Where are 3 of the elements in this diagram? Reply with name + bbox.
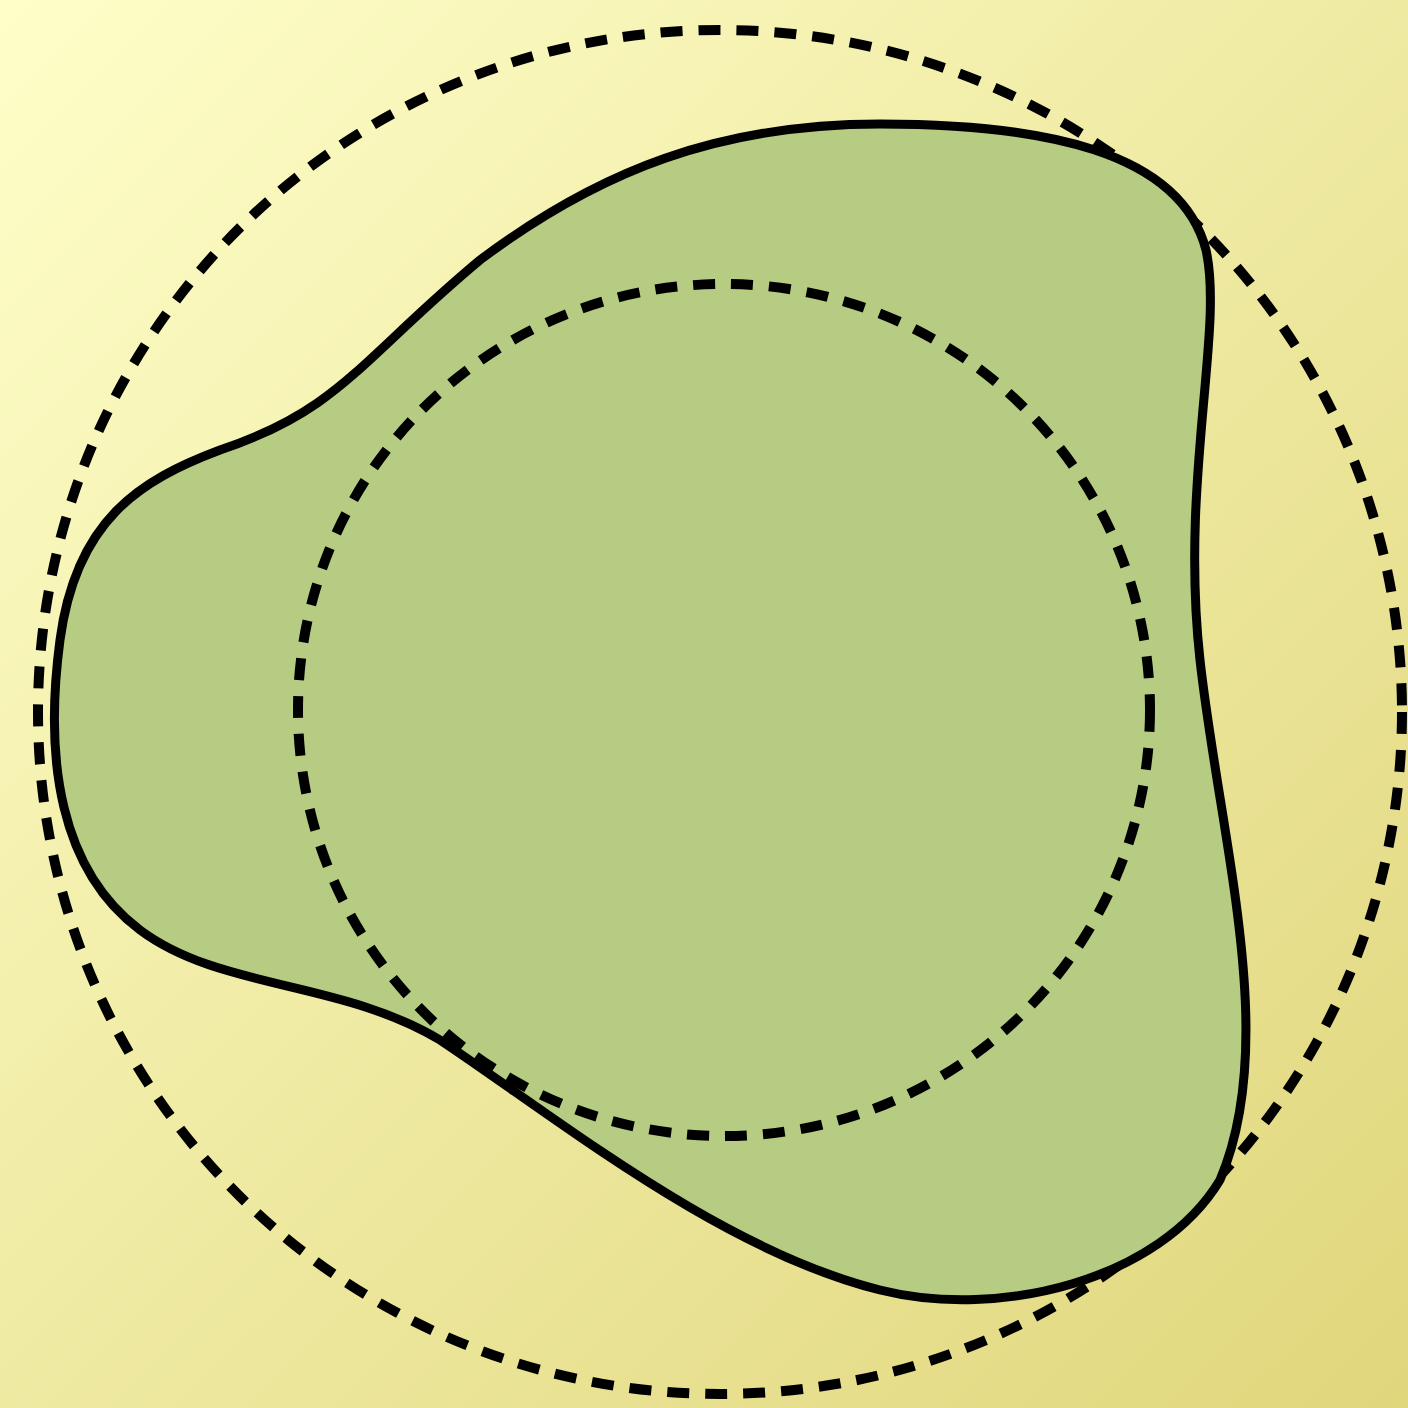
dashed-circle <box>293 279 1155 1141</box>
blob-shape <box>50 119 1251 1305</box>
dashed-circle <box>33 25 1407 1399</box>
